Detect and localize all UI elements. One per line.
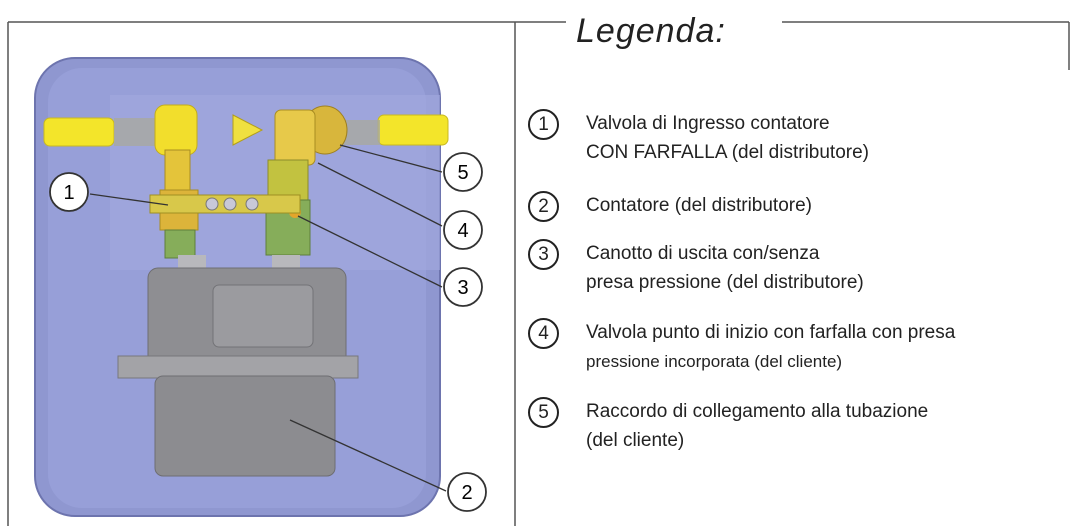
legend-line: presa pressione (del distributore) xyxy=(586,272,864,293)
callout-2: 2 xyxy=(447,472,487,512)
legend-number: 3 xyxy=(528,239,559,270)
legend-line: Canotto di uscita con/senza xyxy=(586,243,820,264)
legend-line: Valvola di Ingresso contatore xyxy=(586,113,830,134)
callout-1: 1 xyxy=(49,172,89,212)
svg-text:2: 2 xyxy=(461,482,472,504)
legend-number: 4 xyxy=(528,318,559,349)
svg-text:4: 4 xyxy=(457,220,468,242)
legend-line: Raccordo di collegamento alla tubazione xyxy=(586,401,929,422)
legend-line: pressione incorporata (del cliente) xyxy=(586,352,843,371)
legend-number: 2 xyxy=(528,191,559,222)
gas-meter xyxy=(117,255,359,477)
support-bracket xyxy=(149,194,301,214)
legend-number: 5 xyxy=(528,397,559,428)
legend-line: Contatore (del distributore) xyxy=(586,195,812,216)
legend-line: (del cliente) xyxy=(586,430,685,451)
legend-line: Valvola punto di inizio con farfalla con… xyxy=(586,322,956,343)
callout-4: 4 xyxy=(443,210,483,250)
inlet-pipe xyxy=(43,104,199,259)
legend-line: CON FARFALLA (del distributore) xyxy=(586,142,869,163)
callout-5: 5 xyxy=(443,152,483,192)
legend-number: 1 xyxy=(528,109,559,140)
svg-text:3: 3 xyxy=(457,277,468,299)
outlet-pipe xyxy=(232,105,449,256)
svg-text:1: 1 xyxy=(63,182,74,204)
svg-text:5: 5 xyxy=(457,162,468,184)
legend-title: Legenda: xyxy=(576,12,726,50)
callout-3: 3 xyxy=(443,267,483,307)
